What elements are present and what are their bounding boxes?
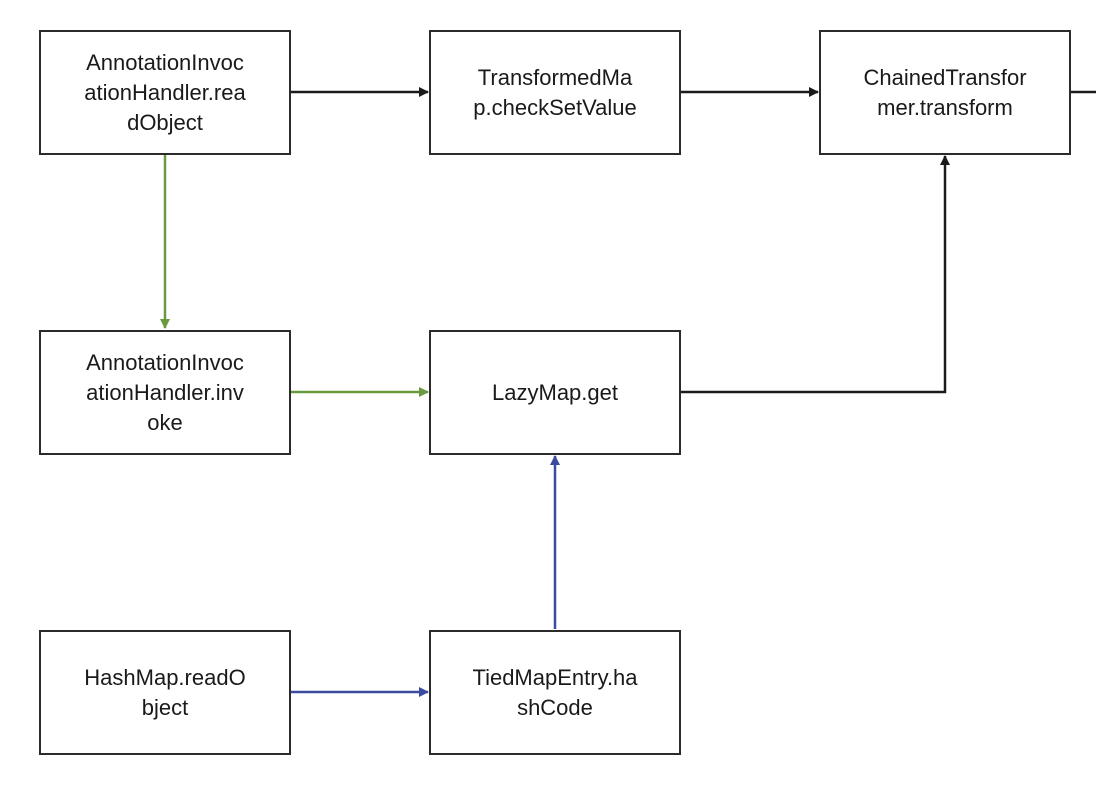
node-transformedmap-checksetvalue: TransformedMa p.checkSetValue [429,30,681,155]
node-annotationinvocationhandler-invoke: AnnotationInvoc ationHandler.inv oke [39,330,291,455]
node-label-line: p.checkSetValue [473,94,637,120]
node-label-line: TiedMapEntry.ha [472,664,638,690]
node-label-line: mer.transform [877,94,1013,120]
node-label-line: bject [141,694,189,720]
node-label-line: AnnotationInvoc [86,349,244,375]
node-annotationinvocationhandler-readobject: AnnotationInvoc ationHandler.rea dObject [39,30,291,155]
node-label-line: oke [147,409,183,435]
node-chainedtransformer-transform: ChainedTransfor mer.transform [819,30,1071,155]
node-tiedmapentry-hashcode: TiedMapEntry.ha shCode [429,630,681,755]
node-lazymap-get: LazyMap.get [429,330,681,455]
node-label-line: ationHandler.rea [84,79,246,105]
node-label-line: ChainedTransfor [863,64,1027,90]
node-label-line: shCode [517,694,593,720]
node-label-line: dObject [127,109,203,135]
node-label-line: AnnotationInvoc [86,49,244,75]
node-label-line: LazyMap.get [492,379,618,405]
node-label-line: ationHandler.inv [86,379,244,405]
edge-lazymap-to-transform [681,155,950,394]
node-label-line: HashMap.readO [84,664,246,690]
node-hashmap-readobject: HashMap.readO bject [39,630,291,755]
node-label-line: TransformedMa [477,64,633,90]
